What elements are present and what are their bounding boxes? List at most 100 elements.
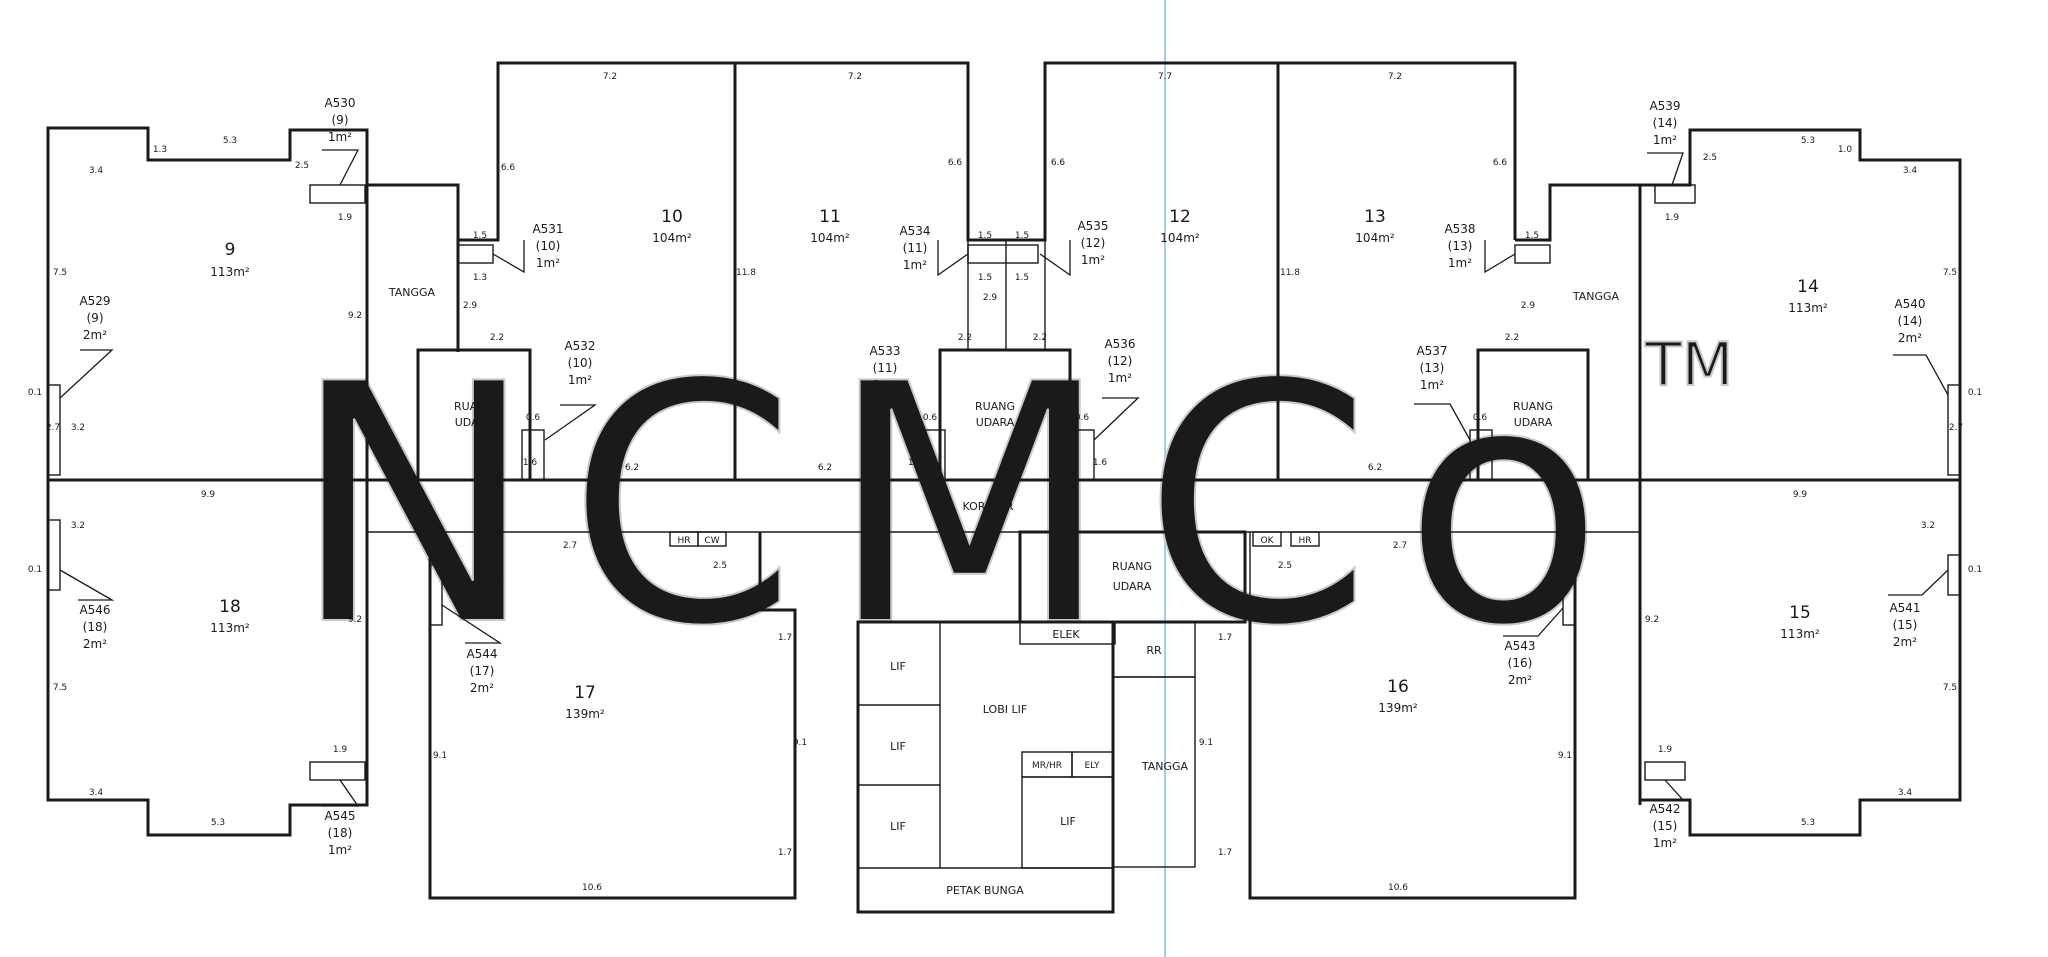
svg-text:A535: A535 — [1077, 219, 1108, 233]
ruang-udara-10 — [416, 348, 532, 482]
unit-13: 13 104m² — [1355, 207, 1395, 245]
unit-14: 14 113m² — [1788, 277, 1828, 315]
hr-16: HR — [1298, 536, 1311, 546]
svg-text:104m²: 104m² — [1160, 231, 1200, 245]
svg-text:113m²: 113m² — [1788, 301, 1828, 315]
svg-text:11: 11 — [819, 207, 841, 227]
callout-a530: A530 (9) 1m² — [322, 96, 360, 186]
dim: 2.2 — [1033, 333, 1047, 343]
box-a543 — [1562, 564, 1576, 626]
svg-text:2m²: 2m² — [1893, 635, 1917, 649]
svg-text:A536: A536 — [1104, 337, 1135, 351]
dim: 11.8 — [736, 268, 756, 278]
dim: 1.9 — [1665, 213, 1680, 223]
unit-17: 17 139m² — [565, 683, 605, 721]
svg-text:A545: A545 — [324, 809, 355, 823]
ruang-udara-13-l1: RUANG — [1513, 400, 1553, 413]
exterior-walls — [46, 61, 1962, 914]
callout-a544: A544 (17) 2m² — [441, 604, 503, 695]
callout-a529: A529 (9) 2m² — [59, 294, 114, 399]
dim: 1.5 — [473, 231, 487, 241]
dim: 1.3 — [473, 273, 487, 283]
dim: 5.3 — [223, 136, 237, 146]
svg-text:139m²: 139m² — [1378, 701, 1418, 715]
svg-text:2m²: 2m² — [1898, 331, 1922, 345]
ruang-udara-11-l2: UDARA — [976, 416, 1015, 429]
dim: 2.9 — [1521, 301, 1536, 311]
dim: 1.9 — [1658, 745, 1673, 755]
svg-text:1m²: 1m² — [1420, 378, 1444, 392]
lif-1: LIF — [890, 660, 906, 673]
air-wells — [416, 348, 1590, 482]
svg-text:1m²: 1m² — [1653, 836, 1677, 850]
svg-text:A538: A538 — [1444, 222, 1475, 236]
dim: 1.6 — [1093, 458, 1108, 468]
ruang-udara-core-l1: RUANG — [1112, 560, 1152, 573]
dim: 7.2 — [1388, 72, 1402, 82]
svg-text:113m²: 113m² — [210, 621, 250, 635]
tangga-east: TANGGA — [1572, 290, 1620, 303]
lobi-lif: LOBI LIF — [983, 703, 1027, 716]
svg-text:(14): (14) — [1653, 116, 1678, 130]
dim: 1.9 — [333, 745, 348, 755]
box-ok-16 — [1252, 531, 1282, 547]
dim: 3.4 — [1903, 166, 1918, 176]
svg-text:(13): (13) — [1420, 361, 1445, 375]
unit-15: 15 113m² — [1780, 603, 1820, 641]
svg-text:A539: A539 — [1649, 99, 1680, 113]
dim: 0.1 — [28, 388, 42, 398]
wall-unit-9 — [46, 126, 369, 480]
hr-17: HR — [677, 536, 690, 546]
dim: 10.6 — [1388, 883, 1408, 893]
dim: 1.5 — [1015, 273, 1029, 283]
svg-text:(10): (10) — [536, 239, 561, 253]
dim: 9.9 — [201, 490, 216, 500]
mr-hr: MR/HR — [1032, 761, 1062, 771]
svg-text:139m²: 139m² — [565, 707, 605, 721]
lif-3: LIF — [890, 820, 906, 833]
unit-11: 11 104m² — [810, 207, 850, 245]
svg-text:A542: A542 — [1649, 802, 1680, 816]
svg-text:A544: A544 — [466, 647, 497, 661]
wall-tangga-west — [367, 183, 460, 352]
svg-text:1m²: 1m² — [1081, 253, 1105, 267]
svg-text:1m²: 1m² — [328, 843, 352, 857]
box-a534 — [967, 244, 1039, 264]
svg-text:A534: A534 — [899, 224, 930, 238]
svg-text:(14): (14) — [1898, 314, 1923, 328]
dim: 2.9 — [983, 293, 998, 303]
dim: 2.7 — [563, 541, 577, 551]
svg-text:14: 14 — [1797, 277, 1819, 297]
dim: 6.6 — [1493, 158, 1508, 168]
svg-text:A543: A543 — [1504, 639, 1535, 653]
wall-tangga-east — [1515, 183, 1642, 480]
cw-17: CW — [704, 536, 719, 546]
dim: 1.5 — [978, 231, 992, 241]
svg-text:113m²: 113m² — [210, 265, 250, 279]
callout-a541: A541 (15) 2m² — [1888, 569, 1949, 649]
box-a546 — [47, 519, 61, 591]
dim: 6.6 — [948, 158, 963, 168]
duct-10 — [521, 429, 545, 481]
dim: 0.7 — [1563, 538, 1577, 548]
callout-a536: A536 (12) 1m² — [1093, 337, 1140, 441]
dim: 2.2 — [490, 333, 504, 343]
svg-text:2m²: 2m² — [83, 328, 107, 342]
dim: 5.3 — [211, 818, 225, 828]
svg-text:A540: A540 — [1894, 297, 1925, 311]
dim: 1.7 — [1218, 848, 1232, 858]
dim: 1.7 — [1218, 633, 1232, 643]
dimension-labels: 7.2 7.2 7.7 7.2 5.3 5.3 3.4 3.4 1.3 1.0 … — [28, 72, 1982, 893]
box-cw-17 — [697, 531, 727, 547]
svg-text:A533: A533 — [869, 344, 900, 358]
svg-text:(18): (18) — [328, 826, 353, 840]
dim: 2.7 — [1949, 423, 1963, 433]
svg-text:10: 10 — [661, 207, 683, 227]
box-a531 — [457, 244, 494, 264]
watermark-tm: TM — [1644, 330, 1733, 400]
svg-text:13: 13 — [1364, 207, 1386, 227]
svg-text:(12): (12) — [1108, 354, 1133, 368]
dim: 2.7 — [46, 423, 60, 433]
dim: 2.9 — [463, 301, 478, 311]
box-a538 — [1514, 244, 1551, 264]
